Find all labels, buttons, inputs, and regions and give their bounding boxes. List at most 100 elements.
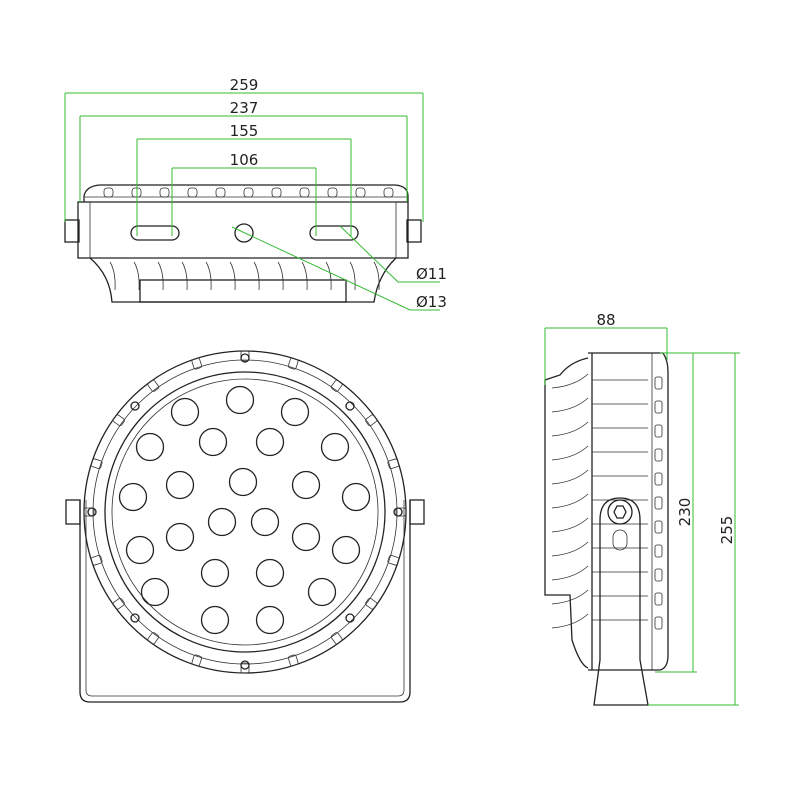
fin xyxy=(551,493,589,509)
led xyxy=(341,482,371,512)
led xyxy=(280,397,310,427)
rim-tab xyxy=(191,357,203,370)
screw xyxy=(130,401,140,411)
screw xyxy=(87,507,97,517)
rim-tab xyxy=(654,448,663,462)
screw xyxy=(240,660,250,670)
led xyxy=(198,427,228,457)
front-view xyxy=(65,350,425,703)
rim-tab xyxy=(654,544,663,558)
rim-tab xyxy=(147,379,160,392)
fin xyxy=(205,261,212,291)
fin xyxy=(229,261,236,291)
vent-slot xyxy=(383,187,394,198)
vent-slot xyxy=(159,187,170,198)
led xyxy=(165,470,195,500)
rim-tab xyxy=(90,554,103,566)
rim-tab xyxy=(240,662,250,674)
screw xyxy=(393,507,403,517)
vent-slot xyxy=(271,187,282,198)
fin xyxy=(551,469,589,485)
fin xyxy=(551,613,589,629)
vent-slot xyxy=(327,187,338,198)
led xyxy=(200,558,230,588)
dim-237: 237 xyxy=(230,99,259,117)
fin xyxy=(551,445,589,461)
dim-155: 155 xyxy=(230,122,259,140)
led xyxy=(140,577,170,607)
dim-255: 255 xyxy=(718,516,736,545)
led xyxy=(331,535,361,565)
fin xyxy=(551,517,589,533)
rim-tab xyxy=(654,400,663,414)
fin xyxy=(373,261,380,291)
screw xyxy=(345,613,355,623)
fin xyxy=(349,261,356,291)
dim-d11: Ø11 xyxy=(416,265,447,283)
led xyxy=(255,605,285,635)
led xyxy=(207,507,237,537)
rim-tab xyxy=(147,632,160,645)
screw xyxy=(130,613,140,623)
fin xyxy=(551,421,589,437)
rim-tab xyxy=(654,376,663,390)
top-view xyxy=(64,184,422,303)
dim-259: 259 xyxy=(230,76,259,94)
led xyxy=(307,577,337,607)
led xyxy=(135,432,165,462)
fin xyxy=(253,261,260,291)
vent-slot xyxy=(243,187,254,198)
rim-tab xyxy=(191,654,203,667)
rim-tab xyxy=(330,379,343,392)
rim-tab xyxy=(654,568,663,582)
dim-88: 88 xyxy=(596,311,615,329)
rim-tab xyxy=(654,496,663,510)
led xyxy=(291,470,321,500)
vent-slot xyxy=(187,187,198,198)
vent-slot xyxy=(215,187,226,198)
dim-d13: Ø13 xyxy=(416,293,447,311)
rim-tab xyxy=(365,414,378,427)
fin xyxy=(551,541,589,557)
rim-tab xyxy=(387,458,400,470)
fin xyxy=(551,397,589,413)
fin xyxy=(109,261,116,291)
led xyxy=(320,432,350,462)
led xyxy=(255,558,285,588)
dim-230: 230 xyxy=(676,498,694,527)
led xyxy=(125,535,155,565)
led xyxy=(118,482,148,512)
led xyxy=(165,522,195,552)
led xyxy=(200,605,230,635)
fin xyxy=(157,261,164,291)
fin xyxy=(551,565,589,581)
rim-tab xyxy=(654,520,663,534)
rim-tab xyxy=(90,458,103,470)
vent-slot xyxy=(103,187,114,198)
vent-slot xyxy=(355,187,366,198)
led xyxy=(255,427,285,457)
led xyxy=(228,467,258,497)
dimension-labels: 259 237 155 106 Ø11 Ø13 88 230 255 xyxy=(230,76,736,544)
rim-tab xyxy=(395,507,407,517)
rim-tab xyxy=(365,597,378,610)
rim-tab xyxy=(112,597,125,610)
dimension-lines xyxy=(64,92,740,706)
rim-tab xyxy=(83,507,95,517)
led xyxy=(170,397,200,427)
rim-tab xyxy=(287,654,299,667)
screw xyxy=(345,401,355,411)
side-view xyxy=(544,352,669,706)
fin xyxy=(325,261,332,291)
led xyxy=(250,507,280,537)
rim-tab xyxy=(330,632,343,645)
fin xyxy=(181,261,188,291)
led xyxy=(291,522,321,552)
fin xyxy=(133,261,140,291)
rim-tab xyxy=(287,357,299,370)
rim-tab xyxy=(112,414,125,427)
fin xyxy=(277,261,284,291)
fin xyxy=(551,589,589,605)
